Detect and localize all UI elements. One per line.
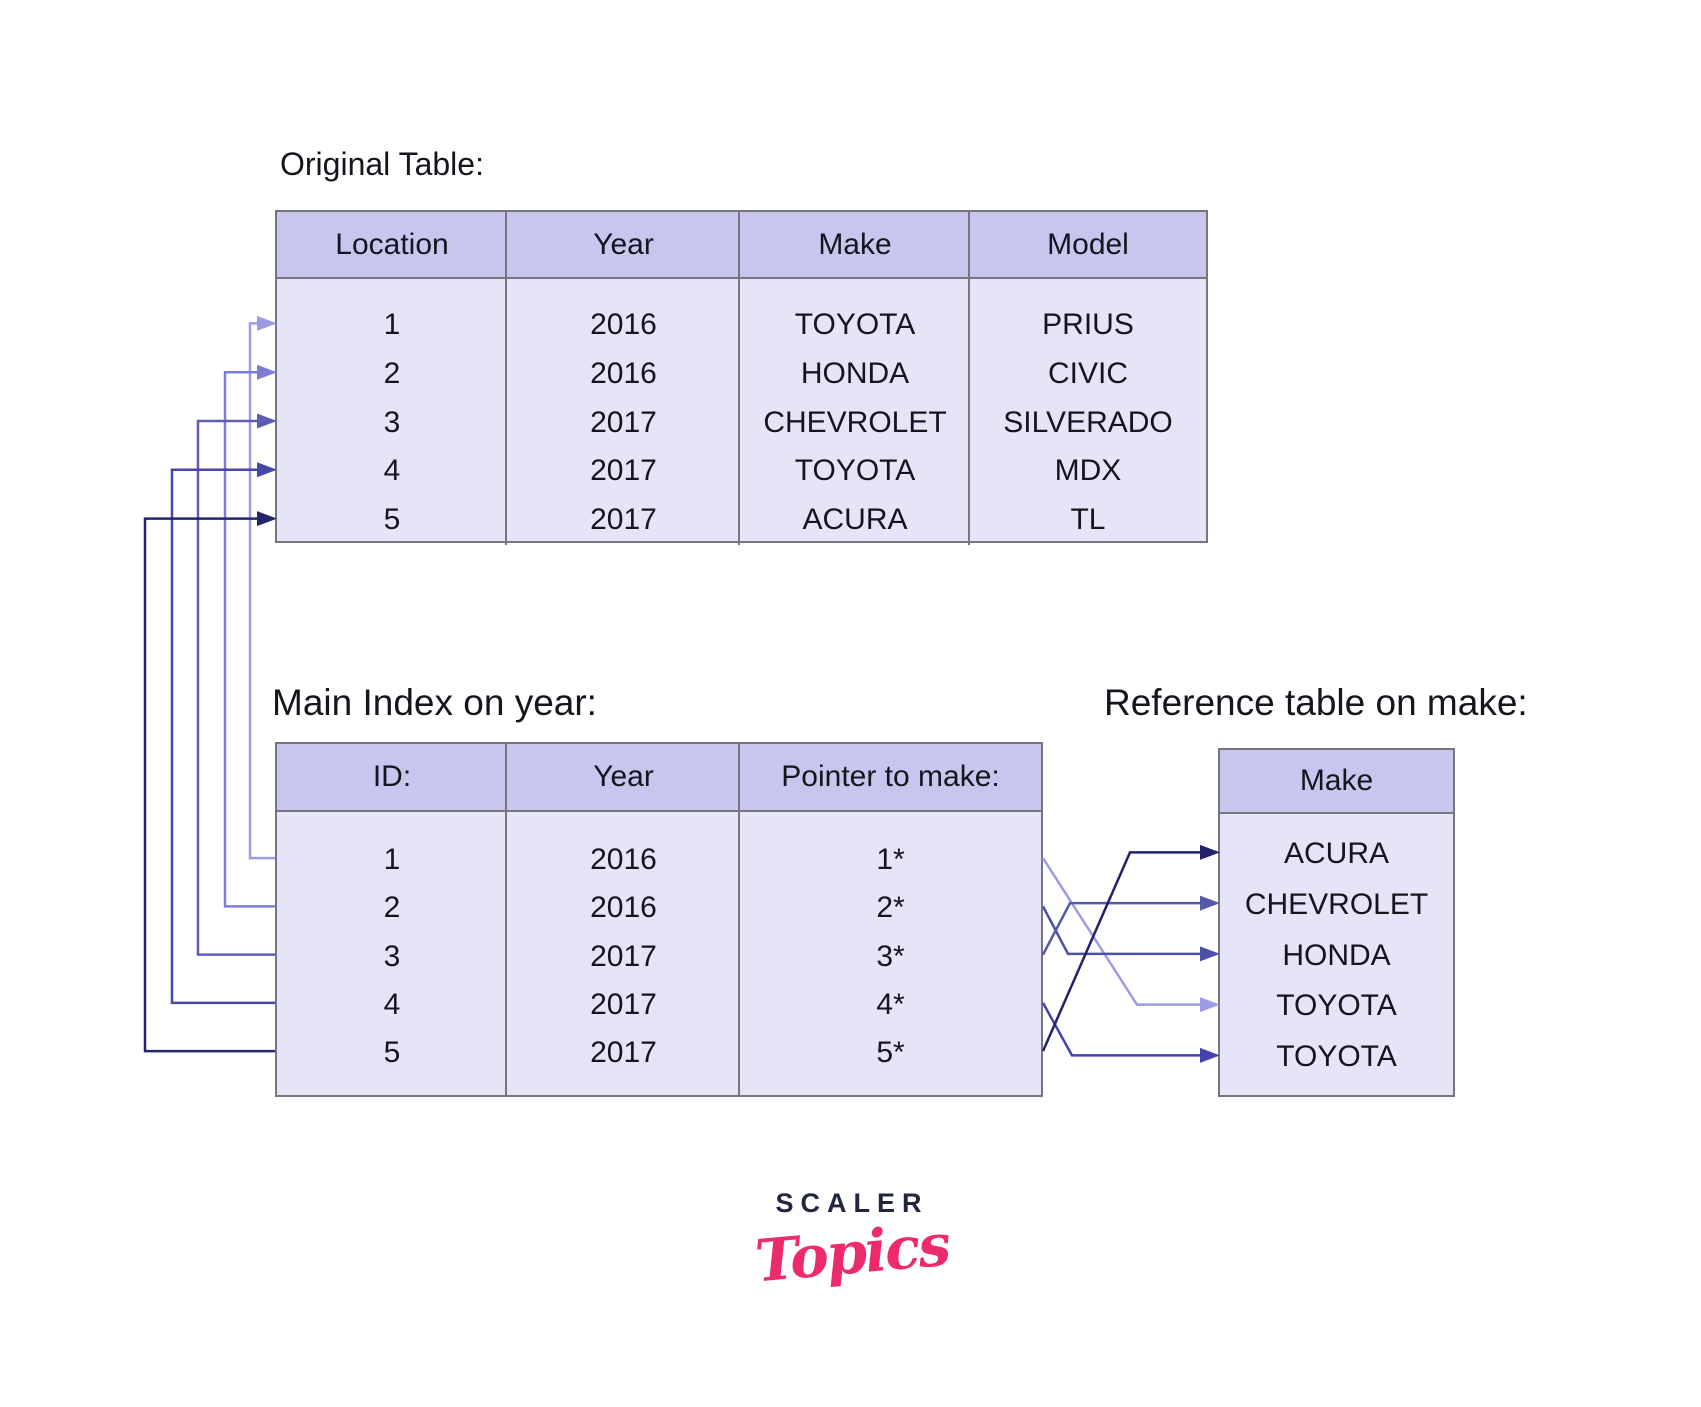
table-row: 3 2017 3* bbox=[277, 933, 1041, 981]
cell-id: 5 bbox=[383, 1036, 401, 1069]
reference-table-title: Reference table on make: bbox=[1104, 682, 1528, 723]
cell-make: ACURA bbox=[1283, 837, 1389, 870]
cell-pointer: 2* bbox=[876, 891, 905, 925]
main-index-title: Main Index on year: bbox=[272, 682, 597, 723]
table-row: ACURA bbox=[1220, 829, 1453, 880]
cell-id: 1 bbox=[383, 843, 401, 876]
scaler-wordmark: SCALER bbox=[775, 1188, 929, 1218]
column-divider bbox=[738, 744, 740, 810]
column-divider bbox=[738, 279, 740, 545]
cell-location: 5 bbox=[383, 503, 401, 537]
cell-make: TOYOTA bbox=[1276, 989, 1397, 1023]
column-header-make: Make bbox=[818, 227, 892, 261]
column-header-location: Location bbox=[335, 227, 449, 261]
table-row: HONDA bbox=[1220, 931, 1453, 982]
main-index-header: ID: Year Pointer to make: bbox=[277, 744, 1041, 812]
cell-pointer: 1* bbox=[876, 843, 905, 876]
cell-pointer: 4* bbox=[876, 987, 905, 1021]
table-row: 1 2016 TOYOTA PRIUS bbox=[277, 301, 1206, 350]
cell-year: 2017 bbox=[590, 939, 657, 973]
cell-make: HONDA bbox=[1282, 938, 1391, 972]
original-table: Location Year Make Model 1 2016 TOYOTA P… bbox=[275, 210, 1208, 545]
cell-year: 2017 bbox=[590, 503, 657, 537]
cell-model: PRIUS bbox=[1042, 308, 1134, 341]
cell-model: MDX bbox=[1054, 454, 1122, 488]
column-header-pointer: Pointer to make: bbox=[781, 760, 1000, 793]
cell-make: TOYOTA bbox=[794, 308, 916, 341]
column-divider bbox=[505, 812, 507, 1095]
cell-model: TL bbox=[1070, 503, 1106, 537]
table-row: 5 2017 5* bbox=[277, 1029, 1041, 1077]
table-row: TOYOTA bbox=[1220, 981, 1453, 1032]
cell-location: 3 bbox=[383, 405, 401, 439]
cell-id: 3 bbox=[383, 939, 401, 973]
original-table-title: Original Table: bbox=[280, 146, 484, 182]
cell-make: TOYOTA bbox=[1276, 1040, 1397, 1073]
cell-make: CHEVROLET bbox=[763, 405, 947, 439]
cell-year: 2017 bbox=[590, 987, 657, 1021]
table-row: CHEVROLET bbox=[1220, 880, 1453, 931]
table-row: 4 2017 TOYOTA MDX bbox=[277, 447, 1206, 496]
scaler-logo: SCALER Topics bbox=[732, 1188, 972, 1295]
reference-table-header: Make bbox=[1220, 750, 1453, 814]
cell-make: CHEVROLET bbox=[1244, 887, 1429, 921]
column-divider bbox=[505, 212, 507, 277]
cell-location: 4 bbox=[383, 454, 401, 488]
table-row: TOYOTA bbox=[1220, 1032, 1453, 1083]
cell-year: 2016 bbox=[590, 891, 657, 925]
cell-model: CIVIC bbox=[1047, 356, 1128, 390]
table-row: 4 2017 4* bbox=[277, 981, 1041, 1029]
column-header-id: ID: bbox=[372, 760, 412, 793]
table-row: 2 2016 HONDA CIVIC bbox=[277, 350, 1206, 399]
column-header-model: Model bbox=[1047, 227, 1129, 261]
cell-year: 2017 bbox=[590, 454, 657, 488]
cell-year: 2017 bbox=[590, 405, 657, 439]
reference-table-body: ACURA CHEVROLET HONDA TOYOTA TOYOTA bbox=[1220, 814, 1453, 1095]
column-header-year: Year bbox=[593, 760, 654, 793]
table-row: 5 2017 ACURA TL bbox=[277, 496, 1206, 545]
cell-make: HONDA bbox=[800, 356, 910, 390]
cell-pointer: 5* bbox=[876, 1036, 905, 1069]
table-row: 2 2016 2* bbox=[277, 884, 1041, 932]
cell-year: 2016 bbox=[590, 843, 657, 876]
column-divider bbox=[738, 212, 740, 277]
table-row: 3 2017 CHEVROLET SILVERADO bbox=[277, 399, 1206, 448]
column-header-make: Make bbox=[1299, 764, 1374, 797]
original-table-body: 1 2016 TOYOTA PRIUS 2 2016 HONDA CIVIC 3… bbox=[277, 279, 1206, 545]
cell-id: 2 bbox=[383, 891, 401, 925]
column-divider bbox=[968, 279, 970, 545]
cell-year: 2016 bbox=[590, 356, 657, 390]
original-table-header: Location Year Make Model bbox=[277, 212, 1206, 279]
main-index-table: ID: Year Pointer to make: 1 2016 1* 2 20… bbox=[275, 742, 1043, 1097]
main-index-body: 1 2016 1* 2 2016 2* 3 2017 3* 4 2017 4* … bbox=[277, 812, 1041, 1095]
cell-pointer: 3* bbox=[876, 939, 905, 973]
column-divider bbox=[968, 212, 970, 277]
cell-year: 2016 bbox=[590, 308, 657, 341]
column-header-year: Year bbox=[593, 227, 654, 261]
cell-location: 1 bbox=[383, 308, 401, 341]
cell-make: TOYOTA bbox=[794, 454, 916, 488]
table-row: 1 2016 1* bbox=[277, 836, 1041, 884]
cell-model: SILVERADO bbox=[1003, 405, 1173, 439]
cell-make: ACURA bbox=[802, 503, 908, 537]
column-divider bbox=[505, 279, 507, 545]
cell-year: 2017 bbox=[590, 1036, 657, 1069]
column-divider bbox=[738, 812, 740, 1095]
reference-table: Make ACURA CHEVROLET HONDA TOYOTA TOYOTA bbox=[1218, 748, 1455, 1097]
cell-location: 2 bbox=[383, 356, 401, 390]
column-divider bbox=[505, 744, 507, 810]
cell-id: 4 bbox=[383, 987, 401, 1021]
topics-wordmark: Topics bbox=[752, 1210, 952, 1296]
